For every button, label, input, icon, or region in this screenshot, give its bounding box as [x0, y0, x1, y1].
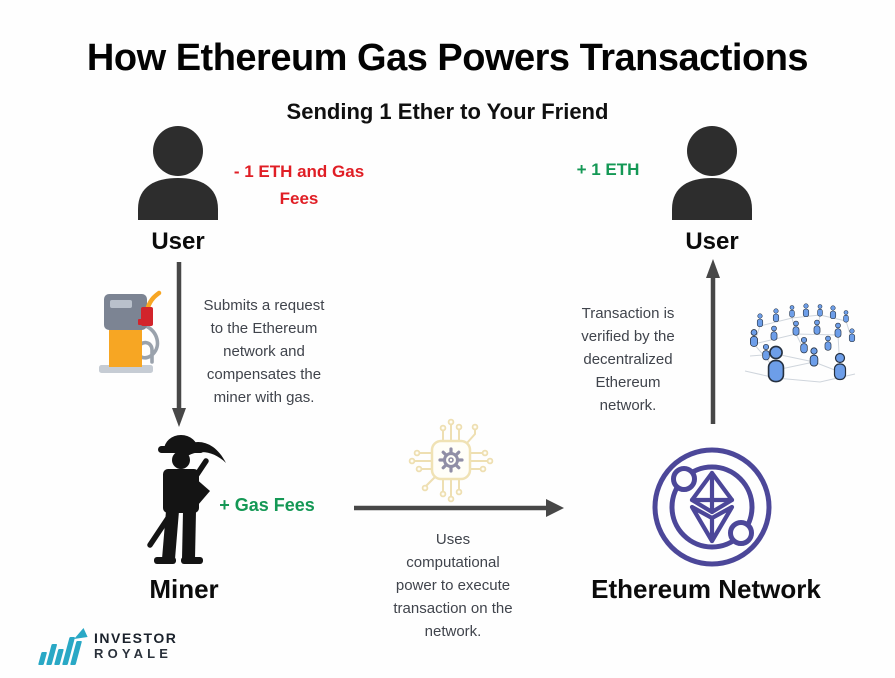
brand-line1: INVESTOR [94, 630, 178, 646]
sender-change: - 1 ETH and Gas Fees [233, 162, 365, 208]
miner-change: + Gas Fees [219, 495, 315, 515]
user-icon [128, 124, 228, 220]
network-label: Ethereum Network [591, 574, 821, 604]
page-subtitle: Sending 1 Ether to Your Friend [286, 99, 609, 124]
brand-wordmark: INVESTOR ROYALE [94, 631, 177, 660]
gas-pump-icon [97, 290, 169, 378]
arrow-right-icon [352, 497, 567, 519]
brand-line2: ROYALE [94, 646, 173, 661]
page-title: How Ethereum Gas Powers Transactions [86, 37, 809, 79]
arrow-up-icon [705, 258, 721, 426]
miner-icon [136, 427, 230, 569]
ethereum-network-icon [650, 445, 774, 569]
receiver-label: User [685, 228, 739, 255]
receiver-change: + 1 ETH [576, 160, 640, 179]
miner-label: Miner [149, 574, 219, 604]
step-submit-text: Submits a request to the Ethereum networ… [203, 297, 325, 406]
step-compute-text: Uses computational power to execute tran… [393, 531, 513, 640]
user-icon [662, 124, 762, 220]
sender-label: User [151, 228, 205, 255]
bar-chart-logo-icon [36, 628, 92, 668]
cpu-chip-icon [406, 416, 498, 506]
crowd-network-icon [740, 296, 860, 390]
arrow-down-icon [171, 260, 187, 430]
step-verify-text: Transaction is verified by the decentral… [581, 305, 675, 414]
